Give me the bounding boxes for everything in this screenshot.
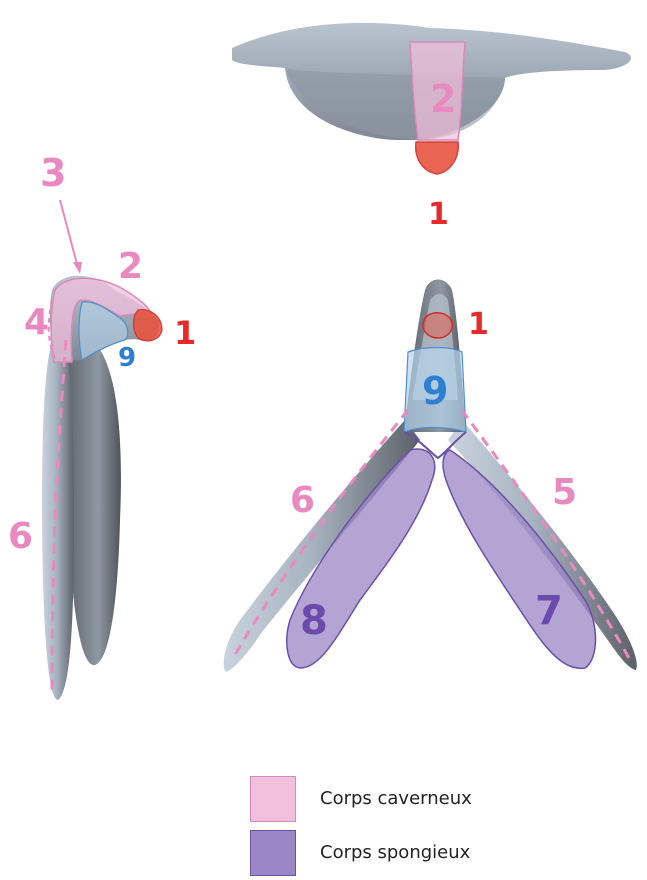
side-glans: [134, 310, 163, 341]
front-label-1: 1: [468, 307, 489, 342]
side-organ-front-crus: [42, 330, 74, 700]
side-arrow-3: [60, 200, 78, 268]
front-label-5: 5: [552, 472, 577, 513]
side-view: 3 2 4 1 9 6: [8, 151, 196, 700]
legend-item-spongieux: Corps spongieux: [250, 830, 610, 880]
top-label-2: 2: [430, 77, 456, 121]
front-label-8: 8: [300, 598, 328, 644]
top-label-1: 1: [428, 197, 449, 232]
front-view: 1 9 6 5 8 7: [224, 280, 637, 673]
side-arrowhead-3: [73, 262, 82, 274]
front-label-9: 9: [422, 369, 448, 413]
top-glans: [416, 142, 459, 174]
top-organ-lower-lobe: [285, 68, 505, 140]
top-view: 2 1: [232, 23, 631, 232]
side-label-9: 9: [118, 343, 136, 373]
legend-swatch-caverneux: [250, 776, 296, 822]
side-label-4: 4: [24, 302, 49, 343]
side-label-3: 3: [40, 151, 66, 195]
legend-label-spongieux: Corps spongieux: [320, 842, 470, 863]
front-label-7: 7: [535, 588, 563, 634]
side-label-6: 6: [8, 516, 33, 557]
front-label-6: 6: [290, 480, 315, 521]
legend-label-caverneux: Corps caverneux: [320, 788, 472, 809]
anatomy-diagram: 2 1 3 2 4 1 9 6: [0, 0, 647, 730]
front-glans: [423, 313, 452, 338]
side-label-2: 2: [118, 246, 143, 287]
legend-swatch-spongieux: [250, 830, 296, 876]
legend-item-caverneux: Corps caverneux: [250, 776, 610, 826]
side-label-1: 1: [174, 314, 196, 352]
